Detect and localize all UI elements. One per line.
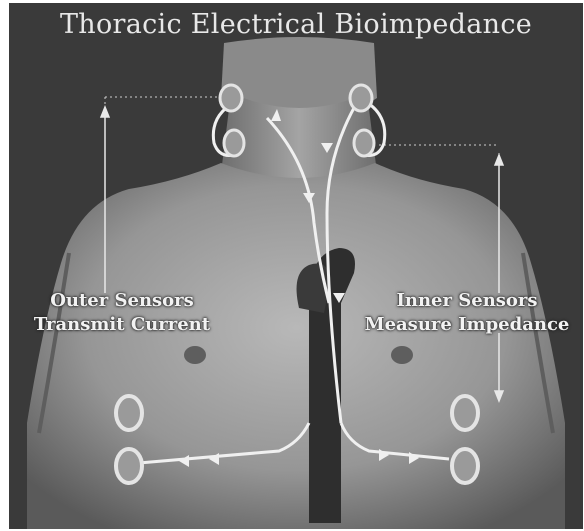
right-nipple <box>391 346 413 364</box>
left-nipple <box>184 346 206 364</box>
inner-sensors-line1: Inner Sensors <box>349 289 583 313</box>
torso-illustration <box>9 3 583 529</box>
inner-sensors-line2: Measure Impedance <box>349 313 583 337</box>
figure-title: Thoracic Electrical Bioimpedance <box>9 9 583 40</box>
outer-sensors-line1: Outer Sensors <box>13 289 231 313</box>
illustration-panel: Thoracic Electrical Bioimpedance Outer S… <box>9 3 583 529</box>
outer-sensors-line2: Transmit Current <box>13 313 231 337</box>
inner-sensors-label: Inner Sensors Measure Impedance <box>349 289 583 337</box>
torso-shape <box>27 163 565 529</box>
outer-sensors-label: Outer Sensors Transmit Current <box>13 289 231 337</box>
